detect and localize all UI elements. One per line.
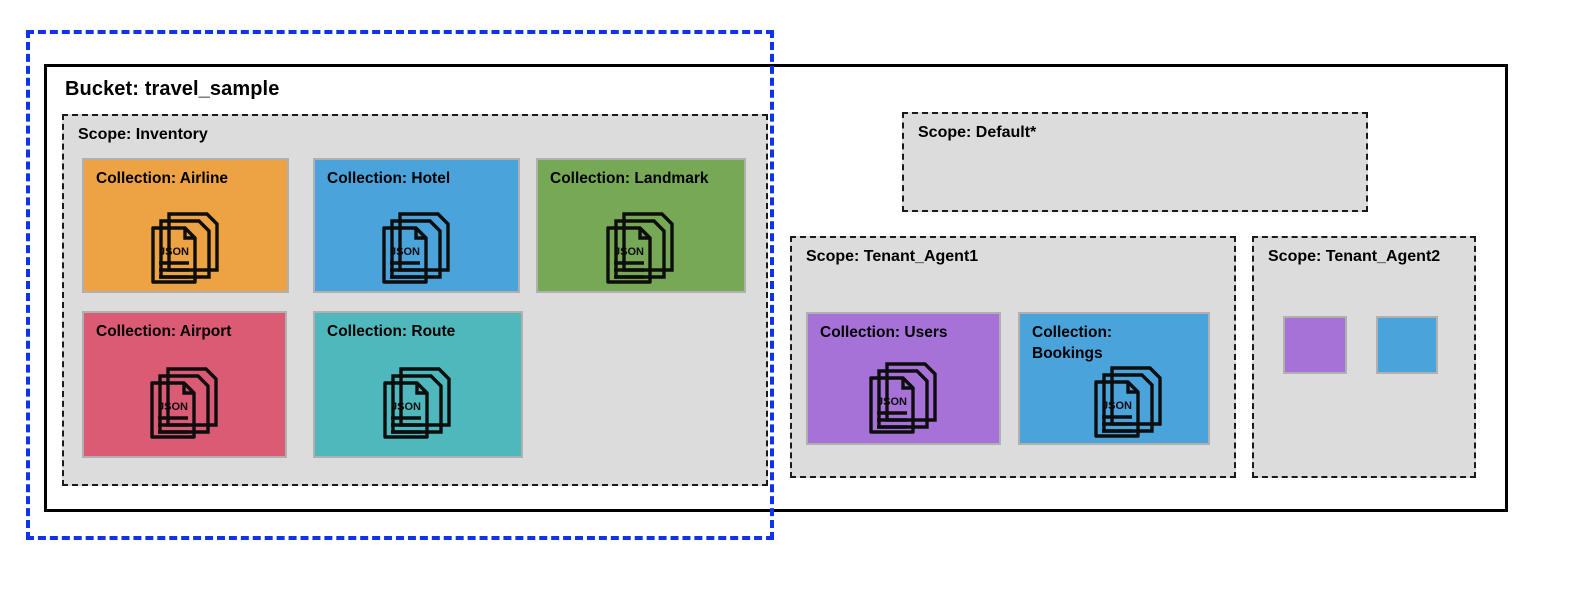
collection-swatch-blue[interactable]	[1376, 316, 1438, 374]
collection-landmark[interactable]: Collection: Landmark JSON	[536, 158, 746, 293]
scope-tenant-agent1-label: Scope: Tenant_Agent1	[806, 248, 979, 265]
svg-text:JSON: JSON	[159, 246, 189, 258]
scope-inventory-label: Scope: Inventory	[78, 126, 208, 143]
collection-hotel-label: Collection: Hotel	[327, 170, 451, 187]
scope-default: Scope: Default*	[902, 112, 1368, 212]
collection-airline-label: Collection: Airline	[96, 170, 229, 187]
json-documents-icon: JSON	[144, 363, 226, 441]
svg-text:JSON: JSON	[614, 246, 644, 258]
collection-bookings-label: Collection: Bookings	[1032, 324, 1113, 362]
json-documents-icon: JSON	[145, 208, 227, 286]
json-documents-icon: JSON	[1088, 362, 1170, 440]
collection-landmark-label: Collection: Landmark	[550, 170, 709, 187]
json-documents-icon: JSON	[376, 208, 458, 286]
collection-route[interactable]: Collection: Route JSON	[313, 311, 523, 458]
collection-airline[interactable]: Collection: Airline JSON	[82, 158, 289, 293]
collection-airport[interactable]: Collection: Airport JSON	[82, 311, 287, 458]
svg-text:JSON: JSON	[391, 401, 421, 413]
svg-text:JSON: JSON	[158, 401, 188, 413]
collection-swatch-purple[interactable]	[1283, 316, 1347, 374]
json-documents-icon: JSON	[863, 358, 945, 436]
collection-route-label: Collection: Route	[327, 323, 456, 340]
json-documents-icon: JSON	[377, 363, 459, 441]
collection-bookings[interactable]: Collection: Bookings JSON	[1018, 312, 1210, 445]
scope-default-label: Scope: Default*	[918, 124, 1037, 141]
scope-tenant-agent2-label: Scope: Tenant_Agent2	[1268, 248, 1441, 265]
bucket-title: Bucket: travel_sample	[65, 78, 280, 100]
collection-users-label: Collection: Users	[820, 324, 948, 341]
collection-users[interactable]: Collection: Users JSON	[806, 312, 1001, 445]
svg-text:JSON: JSON	[390, 246, 420, 258]
collection-hotel[interactable]: Collection: Hotel JSON	[313, 158, 520, 293]
svg-text:JSON: JSON	[1102, 400, 1132, 412]
collection-airport-label: Collection: Airport	[96, 323, 232, 340]
json-documents-icon: JSON	[600, 208, 682, 286]
svg-text:JSON: JSON	[877, 396, 907, 408]
